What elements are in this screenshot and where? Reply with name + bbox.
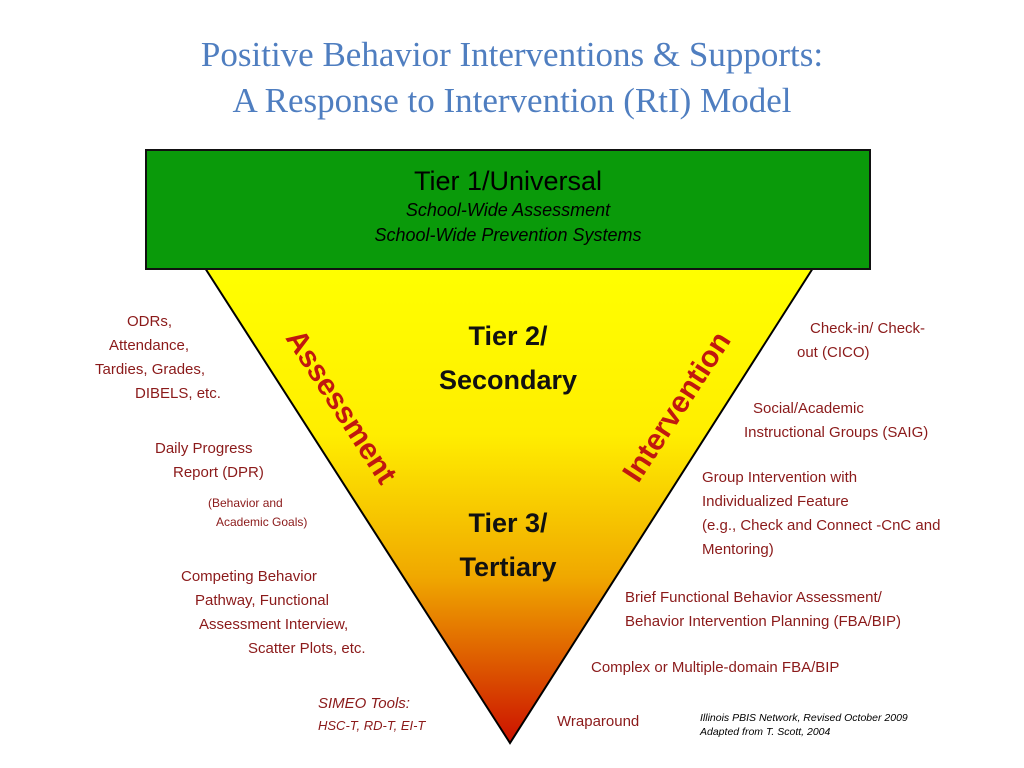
source-credit: Illinois PBIS Network, Revised October 2… xyxy=(700,711,908,739)
tier2-label: Tier 2/ Secondary xyxy=(388,314,628,402)
note-cico: Check-in/ Check- out (CICO) xyxy=(797,317,925,365)
note-cico-line-2: out (CICO) xyxy=(797,344,870,361)
note-group-line-1: Group Intervention with xyxy=(702,469,858,486)
title-line-2: A Response to Intervention (RtI) Model xyxy=(232,81,792,120)
note-dpr-goals-line-1: (Behavior and xyxy=(208,496,283,510)
note-dpr-goals-line-2: Academic Goals) xyxy=(216,515,308,529)
tier1-sub-1: School-Wide Assessment xyxy=(405,200,611,220)
note-odrs-line-4: DIBELS, etc. xyxy=(135,385,221,402)
note-odrs: ODRs, Attendance, Tardies, Grades, DIBEL… xyxy=(95,310,221,406)
page-title: Positive Behavior Interventions & Suppor… xyxy=(0,32,1024,124)
note-competing-line-2: Pathway, Functional xyxy=(195,592,329,609)
note-group-line-2: Individualized Feature xyxy=(702,493,849,510)
note-cico-line-1: Check-in/ Check- xyxy=(810,320,926,337)
tier1-universal: Tier 1/Universal School-Wide Assessment … xyxy=(146,150,870,269)
credit-line-1: Illinois PBIS Network, Revised October 2… xyxy=(700,712,908,724)
note-wraparound: Wraparound xyxy=(557,713,640,730)
note-odrs-line-2: Attendance, xyxy=(109,337,190,354)
tier1-box xyxy=(145,149,871,270)
note-simeo-line-1: SIMEO Tools: xyxy=(318,695,410,712)
note-dpr-goals: (Behavior and Academic Goals) xyxy=(208,494,307,532)
title-line-1: Positive Behavior Interventions & Suppor… xyxy=(200,35,824,74)
note-dpr-line-2: Report (DPR) xyxy=(173,464,264,481)
tier2-line-1: Tier 2/ xyxy=(468,321,548,351)
note-odrs-line-3: Tardies, Grades, xyxy=(95,361,206,378)
tier1-name: Tier 1/Universal xyxy=(413,166,603,196)
note-saig: Social/Academic Instructional Groups (SA… xyxy=(744,397,928,445)
note-dpr: Daily Progress Report (DPR) xyxy=(155,437,264,485)
note-competing-line-4: Scatter Plots, etc. xyxy=(248,640,366,657)
note-group: Group Intervention with Individualized F… xyxy=(702,466,940,562)
note-simeo-line-2: HSC-T, RD-T, EI-T xyxy=(318,718,426,733)
note-fba-line-2: Behavior Intervention Planning (FBA/BIP) xyxy=(625,613,901,630)
tier3-label: Tier 3/ Tertiary xyxy=(388,501,628,589)
note-competing-line-1: Competing Behavior xyxy=(181,568,317,585)
note-group-line-3: (e.g., Check and Connect -CnC and xyxy=(702,517,941,534)
note-fba-line-1: Brief Functional Behavior Assessment/ xyxy=(625,589,882,606)
note-simeo: SIMEO Tools: HSC-T, RD-T, EI-T xyxy=(318,693,425,737)
tier1-sub-2: School-Wide Prevention Systems xyxy=(374,225,642,245)
tier3-line-1: Tier 3/ xyxy=(468,508,548,538)
note-saig-line-1: Social/Academic xyxy=(753,400,864,417)
tier3-line-2: Tertiary xyxy=(459,552,557,582)
note-saig-line-2: Instructional Groups (SAIG) xyxy=(744,424,929,441)
tier2-line-2: Secondary xyxy=(438,365,578,395)
note-competing-line-3: Assessment Interview, xyxy=(199,616,349,633)
credit-line-2: Adapted from T. Scott, 2004 xyxy=(700,726,831,738)
note-dpr-line-1: Daily Progress xyxy=(155,440,253,457)
note-group-line-4: Mentoring) xyxy=(702,541,774,558)
note-competing: Competing Behavior Pathway, Functional A… xyxy=(181,565,366,661)
note-complex: Complex or Multiple-domain FBA/BIP xyxy=(591,659,840,676)
note-fba: Brief Functional Behavior Assessment/ Be… xyxy=(625,586,901,634)
note-odrs-line-1: ODRs, xyxy=(127,313,172,330)
